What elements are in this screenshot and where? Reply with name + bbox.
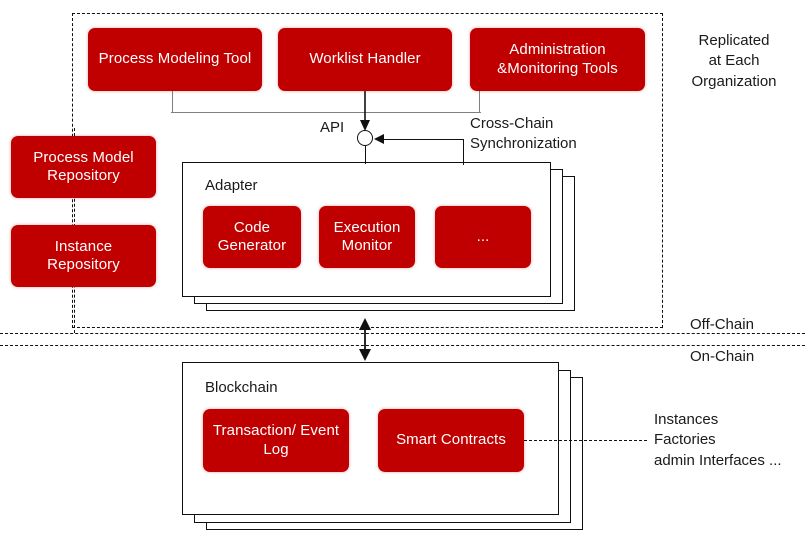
component-worklist-handler-label: Worklist Handler <box>309 50 421 68</box>
component-transaction-event-log-label: Transaction/ Event Log <box>212 422 340 458</box>
component-administration-monitoring-tools[interactable]: Administration &Monitoring Tools <box>470 28 645 91</box>
api-label: API <box>320 119 345 136</box>
component-execution-monitor-label: Execution Monitor <box>333 218 401 254</box>
component-process-model-repository[interactable]: Process Model Repository <box>11 136 156 198</box>
on-chain-label: On-Chain <box>690 348 755 365</box>
component-code-generator-label: Code Generator <box>217 218 287 254</box>
component-instance-repository-label: Instance Repository <box>47 237 120 273</box>
connector-api-bus-horizontal <box>171 112 481 113</box>
component-smart-contracts[interactable]: Smart Contracts <box>378 409 524 472</box>
connector-api-to-adapter <box>365 146 366 164</box>
connector-cross-chain-vertical <box>463 139 464 165</box>
component-execution-monitor[interactable]: Execution Monitor <box>319 206 415 268</box>
component-instance-repository[interactable]: Instance Repository <box>11 225 156 287</box>
smart-contracts-leader-line <box>524 440 647 441</box>
component-process-model-repository-label: Process Model Repository <box>33 148 134 184</box>
smart-contracts-detail-label: Instances Factories admin Interfaces ... <box>654 411 782 469</box>
connector-admin-vertical <box>479 91 480 113</box>
blockchain-title: Blockchain <box>205 379 278 396</box>
component-transaction-event-log[interactable]: Transaction/ Event Log <box>203 409 349 472</box>
connector-cross-chain-adapter-link <box>463 164 464 165</box>
component-process-modeling-tool[interactable]: Process Modeling Tool <box>88 28 262 91</box>
off-chain-separator-line <box>0 333 805 334</box>
component-process-modeling-tool-label: Process Modeling Tool <box>98 50 252 68</box>
api-node-circle[interactable] <box>357 130 373 146</box>
component-adapter-more-label: ... <box>476 227 490 245</box>
component-administration-monitoring-tools-label: Administration &Monitoring Tools <box>497 41 618 77</box>
off-chain-label: Off-Chain <box>690 316 754 333</box>
cross-chain-synchronization-label: Cross-Chain Synchronization <box>470 115 577 153</box>
replicated-at-each-organization-label: Replicated at Each Organization <box>691 32 777 90</box>
component-code-generator[interactable]: Code Generator <box>203 206 301 268</box>
component-worklist-handler[interactable]: Worklist Handler <box>278 28 452 91</box>
adapter-title: Adapter <box>205 177 258 194</box>
connector-cross-chain-horizontal <box>376 139 464 140</box>
component-adapter-more[interactable]: ... <box>435 206 531 268</box>
connector-pmt-vertical <box>172 91 173 113</box>
component-smart-contracts-label: Smart Contracts <box>396 431 506 449</box>
on-chain-separator-line <box>0 345 805 346</box>
